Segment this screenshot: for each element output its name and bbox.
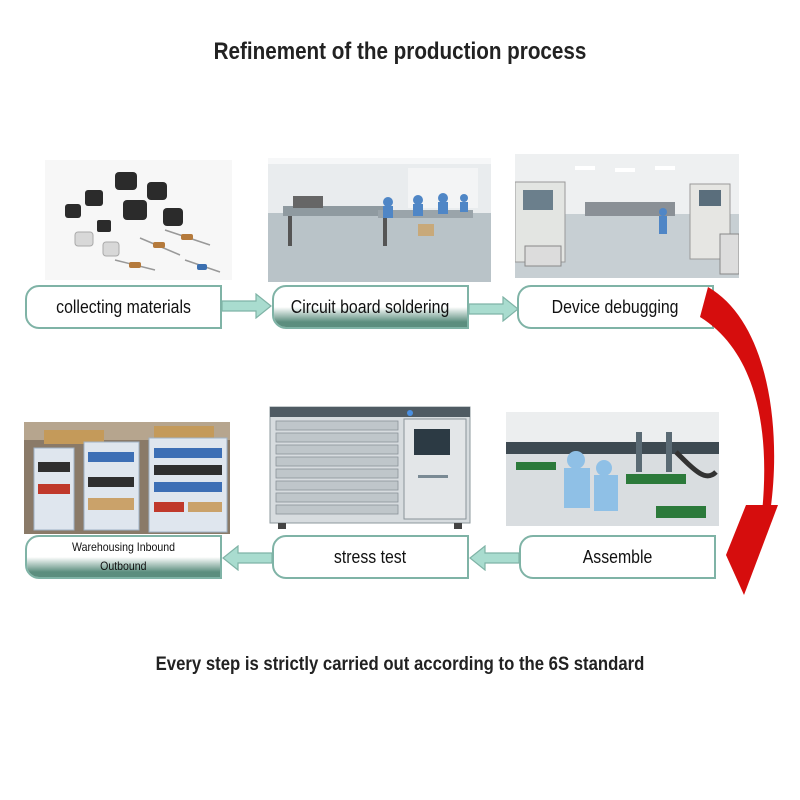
arrow-left-icon — [222, 545, 272, 571]
step-stress-test: stress test — [272, 535, 469, 579]
step-label: Circuit board soldering — [291, 296, 450, 317]
step-shade — [27, 557, 220, 577]
step-label: stress test — [334, 546, 407, 567]
step-collecting-materials: collecting materials — [25, 285, 222, 329]
page-title: Refinement of the production process — [213, 38, 587, 65]
step-label: collecting materials — [56, 296, 191, 317]
step-label-line2: Outbound — [100, 559, 147, 573]
step-circuit-board-soldering: Circuit board soldering — [272, 285, 469, 329]
assembly-line-photo — [506, 412, 719, 526]
footer-note: Every step is strictly carried out accor… — [155, 654, 645, 675]
step-warehousing: Warehousing Inbound Outbound — [25, 535, 222, 579]
electronic-components-photo — [45, 160, 232, 280]
step-label-line1: Warehousing Inbound — [72, 540, 175, 554]
aging-test-cabinet-photo — [268, 405, 472, 530]
arrow-right-icon — [222, 293, 272, 319]
soldering-workshop-photo — [268, 158, 491, 282]
debugging-workshop-photo — [515, 154, 739, 278]
warehouse-shelves-photo — [24, 422, 230, 534]
step-label: Device debugging — [552, 296, 679, 317]
curved-arrow-down-icon — [700, 287, 778, 595]
step-assemble: Assemble — [519, 535, 716, 579]
step-shade — [274, 307, 467, 327]
arrow-left-icon — [469, 545, 519, 571]
step-label: Assemble — [582, 546, 653, 567]
step-device-debugging: Device debugging — [517, 285, 714, 329]
arrow-right-icon — [469, 296, 519, 322]
